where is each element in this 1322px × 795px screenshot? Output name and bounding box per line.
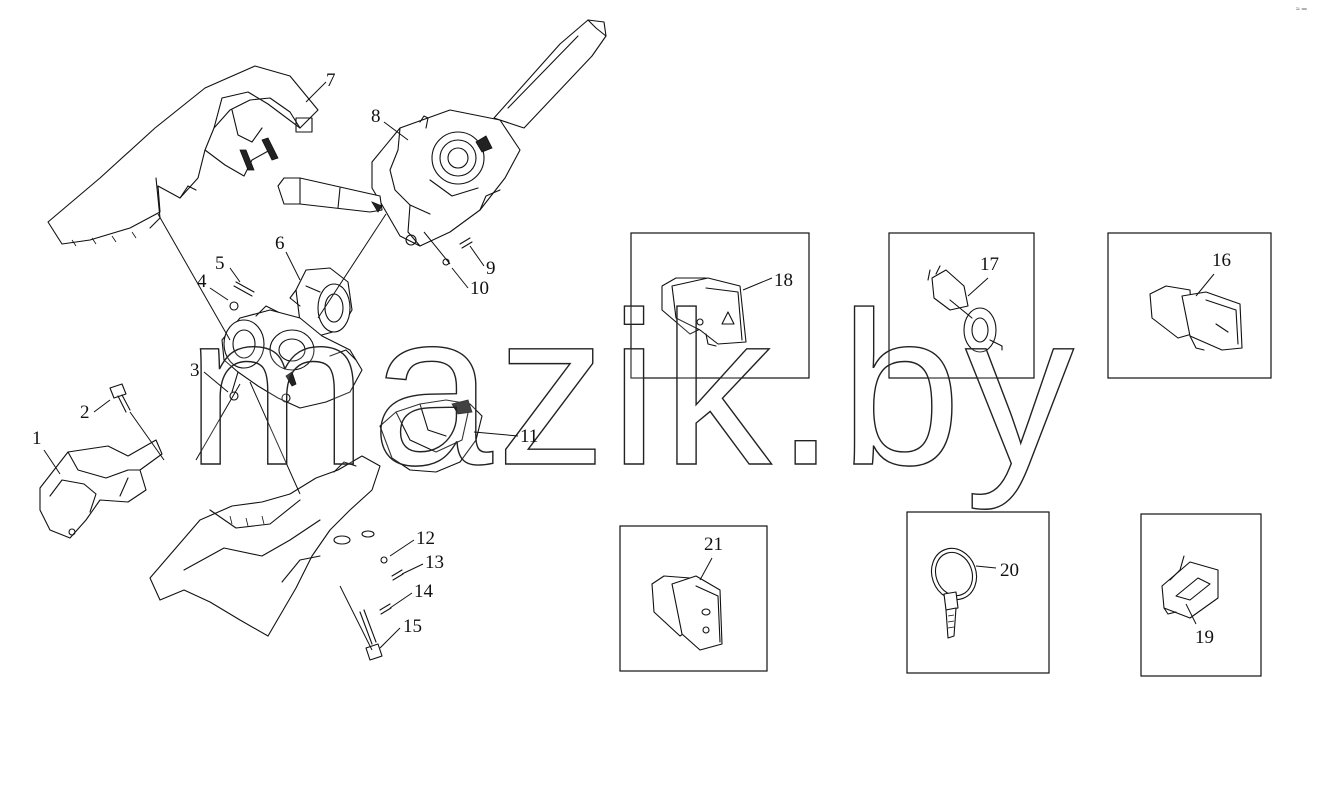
- detail-box-19: [1140, 513, 1262, 677]
- part-2-bolt: [109, 383, 131, 413]
- assembly-guide-lines: [129, 213, 451, 651]
- part-11-lower-bracket: [379, 399, 483, 473]
- detail-box-17: [888, 232, 1035, 379]
- detail-box-20: [906, 511, 1050, 674]
- callout-15: 15: [403, 616, 422, 637]
- callout-2: 2: [80, 402, 90, 423]
- part-6-ignition-lock: [289, 267, 353, 337]
- callout-4: 4: [197, 271, 207, 292]
- watermark-text: mazik.by: [186, 268, 1078, 511]
- wiper-lever-stalk: [493, 19, 607, 129]
- part-7-upper-shroud: [47, 65, 319, 247]
- callout-9: 9: [486, 258, 496, 279]
- callout-5: 5: [215, 253, 225, 274]
- callout-1: 1: [32, 428, 42, 449]
- detail-box-21: [619, 525, 768, 672]
- detail-box-16: [1107, 232, 1272, 379]
- callout-14: 14: [414, 581, 434, 602]
- callout-8: 8: [371, 106, 381, 127]
- callout-labels: 1 2 3 4 5 6 7 8 9 10 11 12 13 14 15 16 1…: [32, 70, 1231, 648]
- callout-11: 11: [520, 426, 538, 447]
- callout-21: 21: [704, 534, 723, 555]
- callout-19: 19: [1195, 627, 1214, 648]
- small-fasteners: [229, 237, 473, 661]
- turn-signal-lever-stalk: [277, 177, 383, 213]
- detail-box-18: [630, 232, 810, 379]
- corner-mark: ≈ ═: [1296, 6, 1307, 13]
- steering-column-lock-housing: [221, 305, 363, 409]
- callout-3: 3: [190, 360, 200, 381]
- callout-leaders: [43, 81, 519, 649]
- part-8-combination-switch: [371, 109, 521, 247]
- callout-17: 17: [980, 254, 999, 275]
- callout-16: 16: [1212, 250, 1231, 271]
- callout-6: 6: [275, 233, 285, 254]
- callout-20: 20: [1000, 560, 1019, 581]
- callout-18: 18: [774, 270, 793, 291]
- callout-7: 7: [326, 70, 336, 91]
- callout-13: 13: [425, 552, 444, 573]
- part-1-bracket: [39, 439, 163, 539]
- lower-shroud: [149, 455, 381, 637]
- callout-12: 12: [416, 528, 435, 549]
- callout-10: 10: [470, 278, 489, 299]
